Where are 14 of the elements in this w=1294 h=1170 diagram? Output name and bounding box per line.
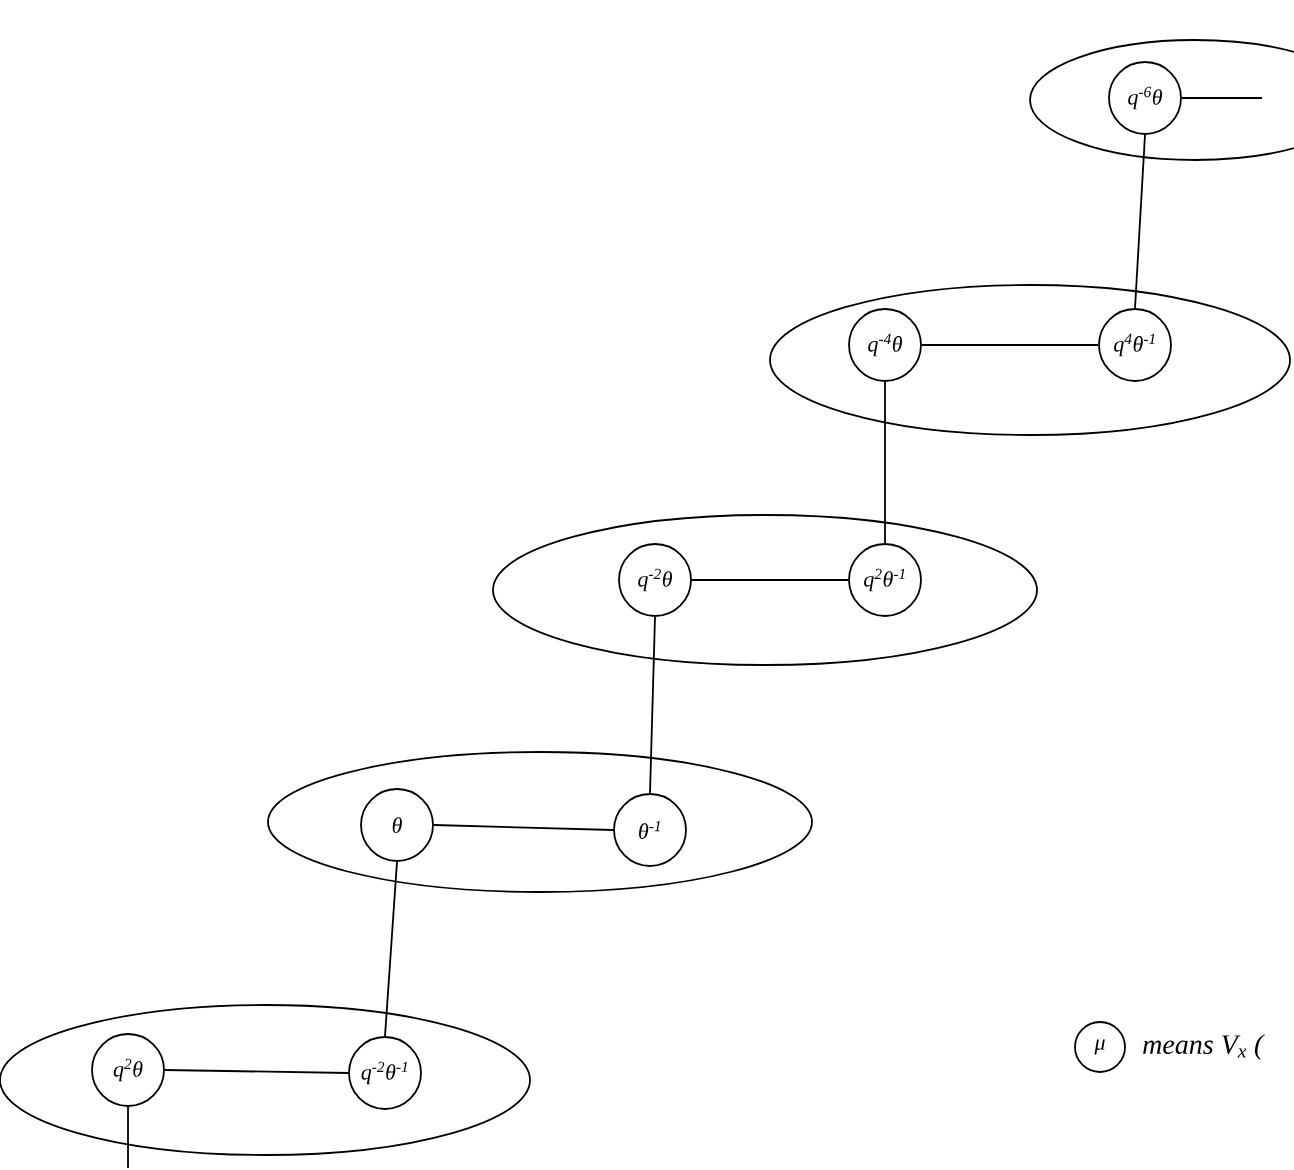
- connector-line: [1181, 97, 1263, 99]
- connector-line: [127, 1106, 129, 1169]
- group-ellipse: [492, 514, 1038, 666]
- connector-line: [164, 1069, 349, 1074]
- connector-line: [649, 616, 656, 794]
- connector-line: [433, 824, 614, 831]
- connector-line: [884, 381, 886, 544]
- legend-text: means V$_{x}$ (: [1143, 1034, 1265, 1060]
- connector-line: [384, 861, 398, 1037]
- connector-line: [1134, 134, 1146, 309]
- group-ellipse: [267, 751, 813, 893]
- connector-line: [691, 579, 849, 581]
- group-ellipse: [769, 284, 1291, 436]
- connector-line: [921, 344, 1099, 346]
